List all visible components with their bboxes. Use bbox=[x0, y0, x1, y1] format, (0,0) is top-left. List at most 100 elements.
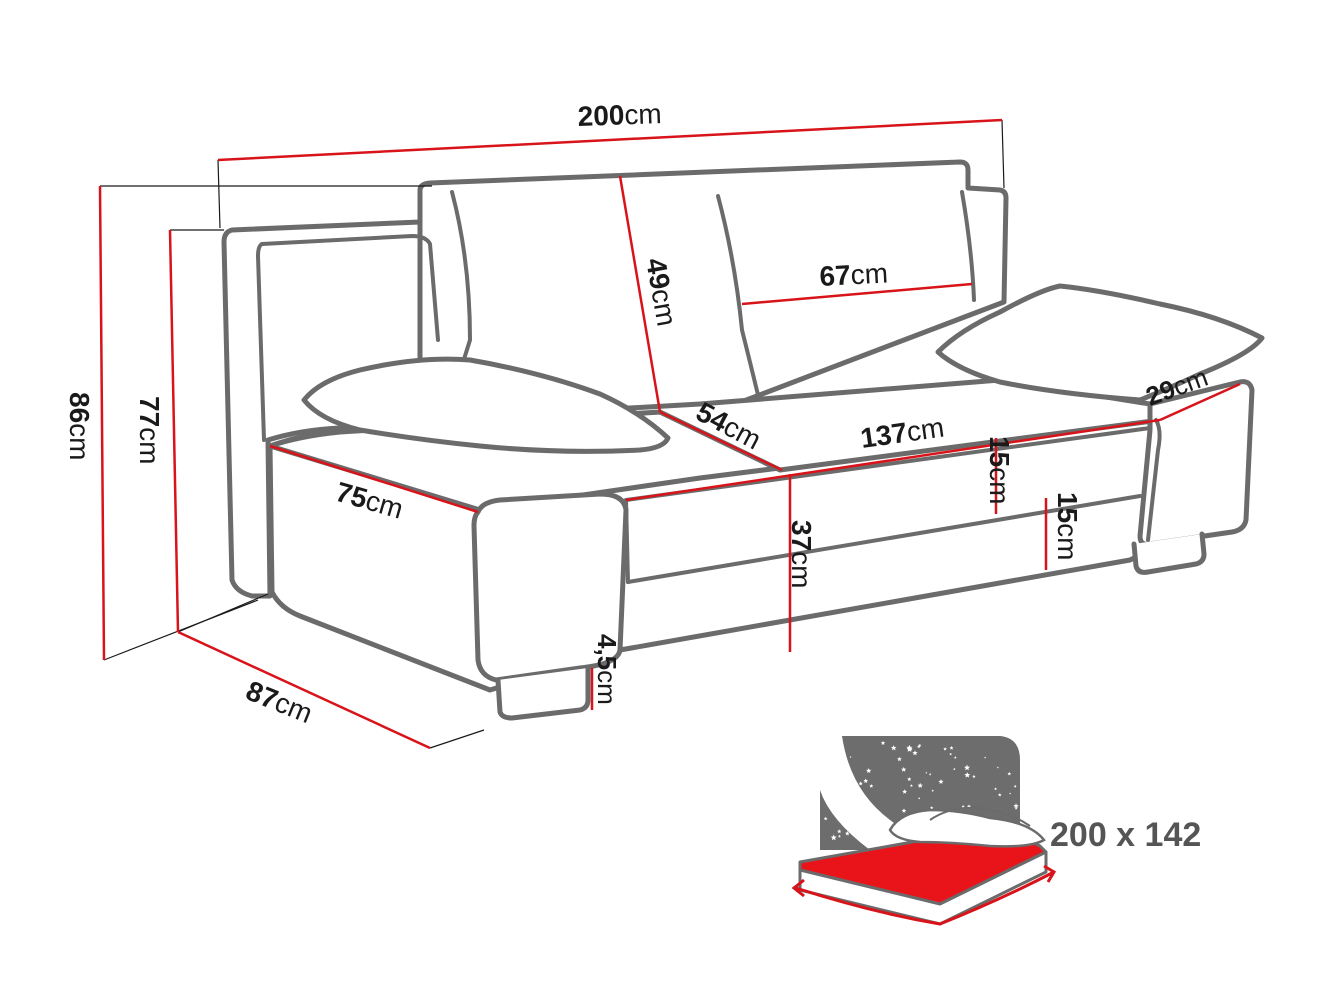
bed-pillow-icon bbox=[888, 808, 1046, 848]
star-icon bbox=[953, 767, 956, 771]
star-icon bbox=[938, 779, 944, 784]
sofa-right-armrest bbox=[1137, 379, 1255, 547]
back-cushion-right bbox=[960, 190, 976, 302]
star-icon bbox=[897, 756, 902, 762]
star-icon bbox=[869, 784, 874, 788]
label-width-200: 200cm bbox=[577, 98, 662, 132]
bed-pillow-icon-2 bbox=[929, 806, 1031, 827]
star-icon bbox=[849, 756, 852, 758]
star-icon bbox=[880, 740, 886, 745]
label-height-86: 86cm bbox=[64, 392, 95, 460]
star-icon bbox=[851, 811, 857, 816]
label-cushion-15: 15cm bbox=[984, 436, 1015, 504]
star-icon bbox=[906, 744, 913, 751]
dim-line-arm-29 bbox=[1159, 382, 1241, 422]
stars-icon bbox=[823, 740, 1019, 843]
star-icon bbox=[1009, 792, 1012, 795]
star-icon bbox=[830, 834, 837, 841]
sofa-right-foot bbox=[1131, 531, 1207, 575]
dim-line-depth-87 bbox=[177, 630, 431, 750]
star-icon bbox=[931, 789, 934, 792]
star-icon bbox=[901, 766, 907, 772]
right-pillow bbox=[935, 283, 1265, 403]
star-icon bbox=[917, 782, 923, 788]
dim-line-height-86 bbox=[98, 185, 106, 661]
star-icon bbox=[890, 745, 897, 751]
bed-size-label: 200 x 142 bbox=[1050, 816, 1201, 854]
dimension-lines bbox=[98, 118, 1241, 750]
label-seat-137: 137cm bbox=[859, 412, 947, 454]
star-icon bbox=[949, 745, 954, 750]
star-icon bbox=[837, 740, 842, 744]
star-icon bbox=[868, 816, 872, 819]
star-icon bbox=[994, 787, 997, 791]
star-icon bbox=[844, 783, 851, 789]
star-icon bbox=[866, 768, 872, 773]
dim-line-seat-75 bbox=[269, 444, 479, 514]
dim-line-back-49 bbox=[618, 175, 662, 413]
star-icon bbox=[928, 773, 932, 776]
star-icon bbox=[873, 816, 880, 823]
label-foot-4-5: 4,5cm bbox=[592, 634, 622, 705]
dim-line-height-77 bbox=[168, 229, 180, 633]
star-icon bbox=[929, 806, 934, 810]
label-depth-87: 87cm bbox=[242, 675, 317, 729]
star-icon bbox=[964, 764, 970, 771]
star-icon bbox=[949, 752, 953, 756]
back-cushion-divider bbox=[716, 194, 760, 397]
star-icon bbox=[838, 745, 842, 749]
star-icon bbox=[845, 831, 850, 836]
dim-line-width-200 bbox=[217, 118, 1003, 162]
star-icon bbox=[943, 747, 947, 751]
star-icon bbox=[858, 781, 863, 786]
bed-icon: 200 x 142 bbox=[791, 736, 1201, 926]
star-icon bbox=[917, 797, 921, 800]
star-icon bbox=[996, 766, 999, 769]
star-icon bbox=[961, 804, 965, 808]
back-cushion-left bbox=[450, 190, 472, 374]
star-icon bbox=[997, 793, 1002, 797]
star-icon bbox=[912, 750, 918, 756]
label-front-37: 37cm bbox=[786, 520, 817, 588]
star-icon bbox=[1007, 771, 1012, 776]
sofa-left-foot bbox=[495, 665, 591, 721]
sofa-backrest bbox=[417, 159, 1009, 423]
label-height-77: 77cm bbox=[134, 396, 165, 464]
star-icon bbox=[964, 772, 971, 778]
star-icon bbox=[1013, 784, 1017, 788]
star-icon bbox=[868, 808, 871, 811]
star-icon bbox=[917, 744, 921, 749]
star-icon bbox=[909, 784, 913, 787]
label-back-49: 49cm bbox=[640, 256, 682, 329]
seat-front-panel-bottom bbox=[626, 494, 1142, 584]
star-icon bbox=[863, 778, 869, 783]
guide-lines bbox=[100, 119, 1005, 749]
star-icon bbox=[1013, 803, 1019, 809]
dim-line-seat-54 bbox=[659, 410, 783, 472]
dim-line-seat-137 bbox=[625, 418, 1161, 502]
star-icon bbox=[907, 777, 912, 781]
left-pillow bbox=[301, 356, 671, 454]
sofa-seat-front bbox=[267, 417, 1163, 693]
star-icon bbox=[838, 834, 841, 838]
star-icon bbox=[843, 787, 847, 792]
sofa-front-arm-block bbox=[471, 491, 629, 683]
bed-size-arrow-icon bbox=[795, 870, 1055, 926]
sofa-illustration bbox=[221, 159, 1265, 721]
star-icon bbox=[832, 776, 836, 780]
star-icon bbox=[972, 774, 976, 778]
star-icon bbox=[1014, 807, 1018, 810]
star-icon bbox=[984, 756, 987, 759]
star-icon bbox=[925, 771, 928, 774]
right-armrest-front bbox=[1146, 418, 1162, 542]
dim-line-back-67 bbox=[741, 282, 973, 306]
moon-crescent-icon bbox=[820, 736, 938, 850]
star-icon bbox=[901, 808, 907, 813]
star-icon bbox=[954, 756, 957, 759]
label-leg-15: 15cm bbox=[1052, 492, 1083, 560]
star-icon bbox=[823, 816, 828, 821]
star-icon bbox=[902, 789, 908, 794]
star-icon bbox=[823, 775, 828, 780]
